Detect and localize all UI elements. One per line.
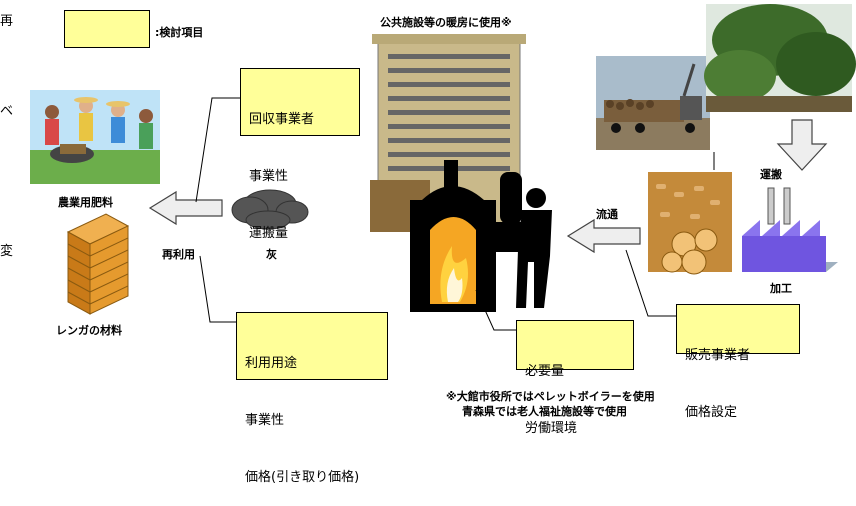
box-required-line-2: 労働環境 (525, 421, 578, 436)
box-sales: 販売事業者 価格設定 (676, 304, 800, 420)
box-usage-line-1: 利用用途 (245, 356, 298, 371)
edge-char-2: ベ (0, 104, 14, 119)
logging-truck-photo (596, 56, 710, 150)
box-sales-line-1: 販売事業者 (685, 348, 751, 363)
edge-char-3: 変 (0, 244, 14, 259)
connector-sales (625, 249, 676, 317)
down-arrow (776, 119, 828, 171)
footnote-line-2: 青森県では老人福祉施設等で使用 (462, 405, 627, 418)
brick-wall-illustration (66, 213, 130, 315)
label-distribution: 流通 (596, 208, 618, 221)
connector-collection (195, 97, 240, 203)
connector-required (475, 289, 516, 331)
box-collection: 回収事業者 事業性 運搬量 (240, 68, 360, 241)
farmers-illustration (30, 90, 160, 184)
box-usage-line-3: 価格(引き取り価格) (245, 470, 360, 485)
top-caption: 公共施設等の暖房に使用※ (380, 16, 512, 29)
legend-label: :検討項目 (155, 26, 204, 39)
left-arrow-distribution (566, 218, 641, 254)
forest-photo (704, 4, 856, 112)
connector-usage (199, 255, 236, 323)
label-transport: 運搬 (760, 168, 782, 181)
ash-cloud-illustration (231, 189, 309, 230)
edge-char-1: 再 (0, 14, 14, 29)
box-usage: 利用用途 事業性 価格(引き取り価格) (236, 312, 388, 485)
footnote-line-1: ※大館市役所ではペレットボイラーを使用 (446, 390, 655, 403)
box-required: 必要量 労働環境 (516, 320, 634, 436)
box-collection-line-3: 運搬量 (249, 226, 289, 241)
box-collection-line-1: 回収事業者 (249, 112, 315, 127)
box-required-line-1: 必要量 (525, 364, 565, 379)
box-collection-line-2: 事業性 (249, 169, 289, 184)
diagram-graphics (30, 4, 856, 331)
pellets-photo (648, 172, 732, 275)
pellet-boiler-illustration (410, 160, 552, 312)
box-sales-line-2: 価格設定 (685, 405, 738, 420)
label-fertilizer: 農業用肥料 (58, 196, 113, 209)
box-usage-line-2: 事業性 (245, 413, 285, 428)
label-ash: 灰 (266, 248, 277, 261)
label-reuse: 再利用 (162, 248, 195, 261)
label-processing: 加工 (770, 282, 792, 295)
left-arrow-reuse (148, 190, 223, 226)
label-brick: レンガの材料 (56, 324, 122, 337)
legend-swatch (64, 10, 150, 48)
factory-illustration (742, 187, 838, 272)
